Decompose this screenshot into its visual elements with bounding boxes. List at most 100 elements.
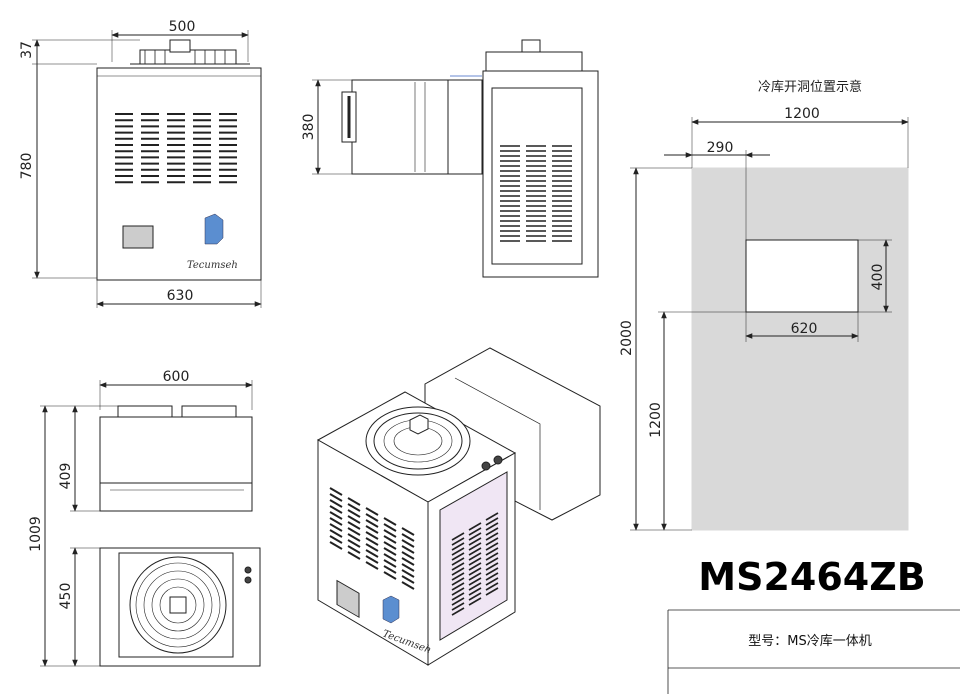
louvre-slat bbox=[485, 572, 499, 581]
louvre-slat bbox=[468, 577, 482, 586]
louvre-slat bbox=[383, 517, 397, 526]
wall-dim-hole-width: 620 bbox=[791, 321, 818, 337]
louvre-slat bbox=[468, 597, 482, 606]
front-dim-height: 780 bbox=[19, 153, 35, 180]
louvre-slat bbox=[451, 597, 465, 606]
louvre-slat bbox=[383, 541, 397, 550]
louvre-slat bbox=[451, 537, 465, 546]
louvre-slat bbox=[451, 602, 465, 611]
isometric-view bbox=[316, 347, 601, 666]
louvre-slat bbox=[401, 563, 415, 572]
wall-dim-hole-elevation: 1200 bbox=[648, 402, 664, 438]
louvre-slat bbox=[401, 569, 415, 578]
side-dim-height: 380 bbox=[301, 114, 317, 141]
louvre-slat bbox=[383, 535, 397, 544]
louvre-slat bbox=[468, 537, 482, 546]
louvre-slat bbox=[401, 527, 415, 536]
louvre-slat bbox=[451, 607, 465, 616]
louvre-slat bbox=[468, 542, 482, 551]
bottom-dim-total: 1009 bbox=[28, 516, 44, 552]
side-view bbox=[312, 39, 599, 278]
louvre-slat bbox=[401, 551, 415, 560]
louvre-slat bbox=[347, 515, 361, 524]
louvre-slat bbox=[468, 557, 482, 566]
louvre-slat bbox=[468, 567, 482, 576]
louvre-slat bbox=[451, 592, 465, 601]
louvre-slat bbox=[451, 552, 465, 561]
louvre-slat bbox=[451, 562, 465, 571]
front-dim-top: 37 bbox=[19, 41, 35, 59]
front-dim-base-width: 630 bbox=[167, 288, 194, 304]
louvre-slat bbox=[347, 503, 361, 512]
louvre-slat bbox=[451, 547, 465, 556]
wall-dim-height: 2000 bbox=[619, 320, 635, 356]
front-view bbox=[32, 30, 262, 308]
louvre-slat bbox=[485, 582, 499, 591]
bottom-dim-upper: 409 bbox=[58, 463, 74, 490]
louvre-slat bbox=[383, 553, 397, 562]
wall-dim-hole-height: 400 bbox=[870, 264, 886, 291]
louvre-slat bbox=[401, 539, 415, 548]
louvre-slat bbox=[347, 551, 361, 560]
louvre-slat bbox=[485, 537, 499, 546]
louvre-slat bbox=[468, 562, 482, 571]
louvre-slat bbox=[451, 587, 465, 596]
louvre-slat bbox=[485, 577, 499, 586]
louvre-slat bbox=[401, 557, 415, 566]
louvre-slat bbox=[468, 552, 482, 561]
louvre-slat bbox=[401, 545, 415, 554]
louvre-slat bbox=[383, 565, 397, 574]
wall-dim-width: 1200 bbox=[784, 106, 820, 122]
louvre-slat bbox=[451, 532, 465, 541]
louvre-slat bbox=[485, 522, 499, 531]
louvre-slat bbox=[383, 547, 397, 556]
louvre-slat bbox=[329, 541, 343, 550]
louvre-slat bbox=[329, 517, 343, 526]
louvre-slat bbox=[485, 527, 499, 536]
louvre-slat bbox=[485, 562, 499, 571]
louvre-slat bbox=[485, 512, 499, 521]
louvre-slat bbox=[347, 545, 361, 554]
wall-hole-title: 冷库开洞位置示意 bbox=[758, 79, 862, 95]
louvre-slat bbox=[365, 543, 379, 552]
louvre-slat bbox=[485, 587, 499, 596]
louvre-slat bbox=[468, 532, 482, 541]
louvre-slat bbox=[347, 527, 361, 536]
louvre-slat bbox=[485, 532, 499, 541]
louvre-slat bbox=[451, 542, 465, 551]
louvre-slat bbox=[329, 493, 343, 502]
louvre-slat bbox=[383, 529, 397, 538]
louvre-slat bbox=[365, 555, 379, 564]
louvre-slat bbox=[365, 513, 379, 522]
bottom-dim-width: 600 bbox=[163, 369, 190, 385]
louvre-slat bbox=[329, 505, 343, 514]
model-number: MS2464ZB bbox=[698, 555, 925, 599]
louvre-slat bbox=[401, 581, 415, 590]
front-dim-width: 500 bbox=[169, 19, 196, 35]
louvre-slat bbox=[347, 533, 361, 542]
louvre-slat bbox=[468, 592, 482, 601]
louvre-slat bbox=[329, 535, 343, 544]
caption-box bbox=[667, 609, 960, 694]
louvre-slat bbox=[329, 487, 343, 496]
louvre-slat bbox=[468, 522, 482, 531]
louvre-slat bbox=[451, 582, 465, 591]
louvre-slat bbox=[451, 567, 465, 576]
louvre-slat bbox=[347, 521, 361, 530]
louvre-slat bbox=[365, 525, 379, 534]
louvre-slat bbox=[383, 523, 397, 532]
louvre-slat bbox=[485, 517, 499, 526]
louvre-slat bbox=[468, 587, 482, 596]
wall-dim-offset-left: 290 bbox=[707, 140, 734, 156]
louvre-slat bbox=[383, 571, 397, 580]
louvre-slat bbox=[485, 547, 499, 556]
louvre-slat bbox=[451, 572, 465, 581]
louvre-slat bbox=[468, 547, 482, 556]
louvre-slat bbox=[485, 552, 499, 561]
louvre-slat bbox=[401, 533, 415, 542]
louvre-slat bbox=[383, 559, 397, 568]
louvre-slat bbox=[401, 575, 415, 584]
louvre-slat bbox=[329, 529, 343, 538]
louvre-slat bbox=[365, 507, 379, 516]
